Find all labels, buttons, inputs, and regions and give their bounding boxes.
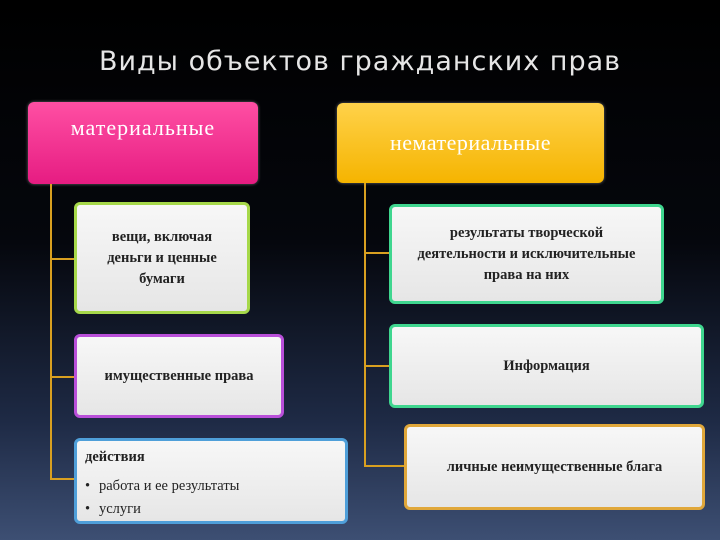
connector-left-3 <box>50 478 75 480</box>
box-actions: действия • работа и ее результаты • услуги <box>74 438 348 524</box>
connector-right-2 <box>364 365 391 367</box>
box-creative-results: результаты творческой деятельности и иск… <box>389 204 664 304</box>
box-personal-benefits-text: личные неимущественные блага <box>446 458 663 475</box>
connector-left-1 <box>50 258 75 260</box>
actions-bullet-item: • услуги <box>85 498 337 521</box>
actions-bullet-text: работа и ее результаты <box>99 478 240 494</box>
header-nonmaterial: нематериальные <box>337 103 604 183</box>
connector-right-vertical <box>364 183 366 467</box>
connector-right-1 <box>364 252 391 254</box>
actions-bullet-item: • работа и ее результаты <box>85 475 337 498</box>
actions-bullet-text: услуги <box>99 501 141 517</box>
page-title: Виды объектов гражданских прав <box>98 46 622 77</box>
box-information: Информация <box>389 324 704 408</box>
connector-left-2 <box>50 376 75 378</box>
actions-list: • работа и ее результаты • услуги <box>85 475 337 521</box>
box-creative-results-text: результаты творческой деятельности и иск… <box>417 224 636 283</box>
header-material: материальные <box>28 102 258 184</box>
box-property-rights: имущественные права <box>74 334 284 418</box>
bullet-icon: • <box>85 501 91 517</box>
box-property-rights-text: имущественные права <box>104 367 254 384</box>
box-information-text: Информация <box>503 357 590 374</box>
bullet-icon: • <box>85 478 91 494</box>
box-personal-benefits: личные неимущественные блага <box>404 424 705 510</box>
box-things: вещи, включая деньги и ценные бумаги <box>74 202 250 314</box>
connector-left-vertical <box>50 184 52 480</box>
connector-right-3 <box>364 465 406 467</box>
box-things-text: вещи, включая деньги и ценные бумаги <box>107 228 217 287</box>
actions-heading: действия <box>85 449 145 465</box>
